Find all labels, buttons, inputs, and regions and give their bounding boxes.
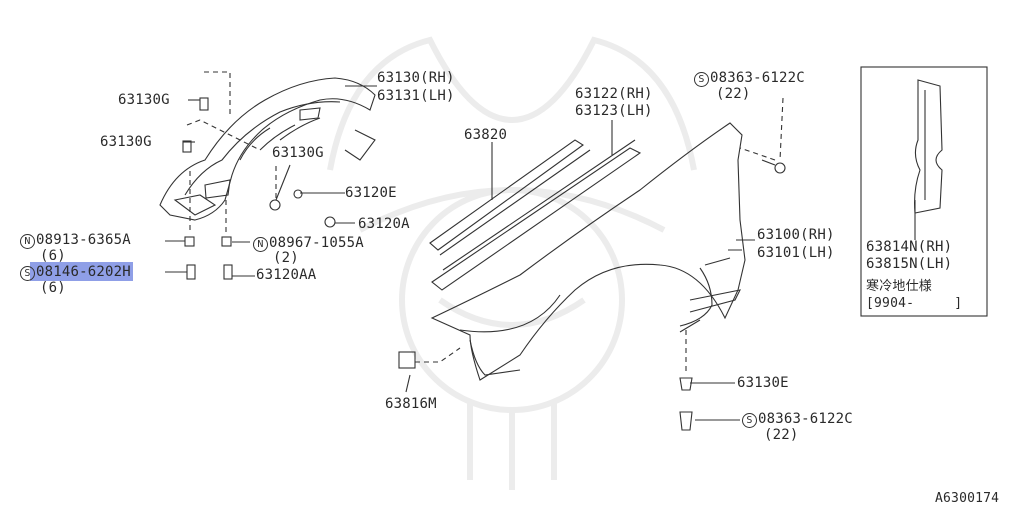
qty-08967: (2) [273, 250, 299, 266]
qty-08363-top: (22) [716, 86, 751, 102]
n-prefix-icon: N [20, 234, 35, 249]
s-prefix-icon: S [694, 72, 709, 87]
leader-lines-left [186, 71, 277, 232]
part-number: 08363-6122C [710, 70, 805, 86]
label-63130g-right[interactable]: 63130G [272, 145, 324, 161]
part-number: 08146-6202H [36, 264, 131, 280]
fender-bolt-top [739, 97, 786, 174]
label-63814n-rh[interactable]: 63814N(RH) [866, 239, 953, 255]
qty-08363-bottom: (22) [764, 427, 799, 443]
fender-protector-drawing [159, 77, 376, 221]
label-63123-lh[interactable]: 63123(LH) [575, 103, 653, 119]
diagram-code: A6300174 [935, 491, 1000, 506]
spec-note-jp: 寒冷地仕様 [866, 279, 933, 294]
label-63101-lh[interactable]: 63101(LH) [757, 245, 835, 261]
label-63131-lh[interactable]: 63131(LH) [377, 88, 455, 104]
label-63816m[interactable]: 63816M [385, 396, 437, 412]
label-63815n-lh[interactable]: 63815N(LH) [866, 256, 953, 272]
label-63100-rh[interactable]: 63100(RH) [757, 227, 835, 243]
label-63120a[interactable]: 63120A [358, 216, 410, 232]
watermark-logo [327, 36, 697, 490]
label-63130e[interactable]: 63130E [737, 375, 789, 391]
part-number: 08967-1055A [269, 235, 364, 251]
fender-seal-drawing [429, 139, 642, 291]
label-63122-rh[interactable]: 63122(RH) [575, 86, 653, 102]
inset-box [860, 66, 988, 317]
part-number: 08913-6365A [36, 232, 131, 248]
bottom-clips-drawing [398, 330, 693, 431]
leader-lines [165, 85, 916, 421]
part-number: 08363-6122C [758, 411, 853, 427]
part-highlight [30, 262, 133, 281]
label-63130g-mid[interactable]: 63130G [100, 134, 152, 150]
n-prefix-icon: N [253, 237, 268, 252]
label-63130-rh[interactable]: 63130(RH) [377, 70, 455, 86]
spec-note-code: [9904- ] [866, 296, 963, 311]
label-63820[interactable]: 63820 [464, 127, 508, 143]
qty-08146: (6) [40, 280, 66, 296]
s-prefix-icon: S [742, 413, 757, 428]
label-63120aa[interactable]: 63120AA [256, 267, 317, 283]
label-63130g-top[interactable]: 63130G [118, 92, 170, 108]
qty-08913: (6) [40, 248, 66, 264]
s-prefix-icon: S [20, 266, 35, 281]
front-fender-drawing [430, 122, 746, 381]
label-63120e[interactable]: 63120E [345, 185, 397, 201]
